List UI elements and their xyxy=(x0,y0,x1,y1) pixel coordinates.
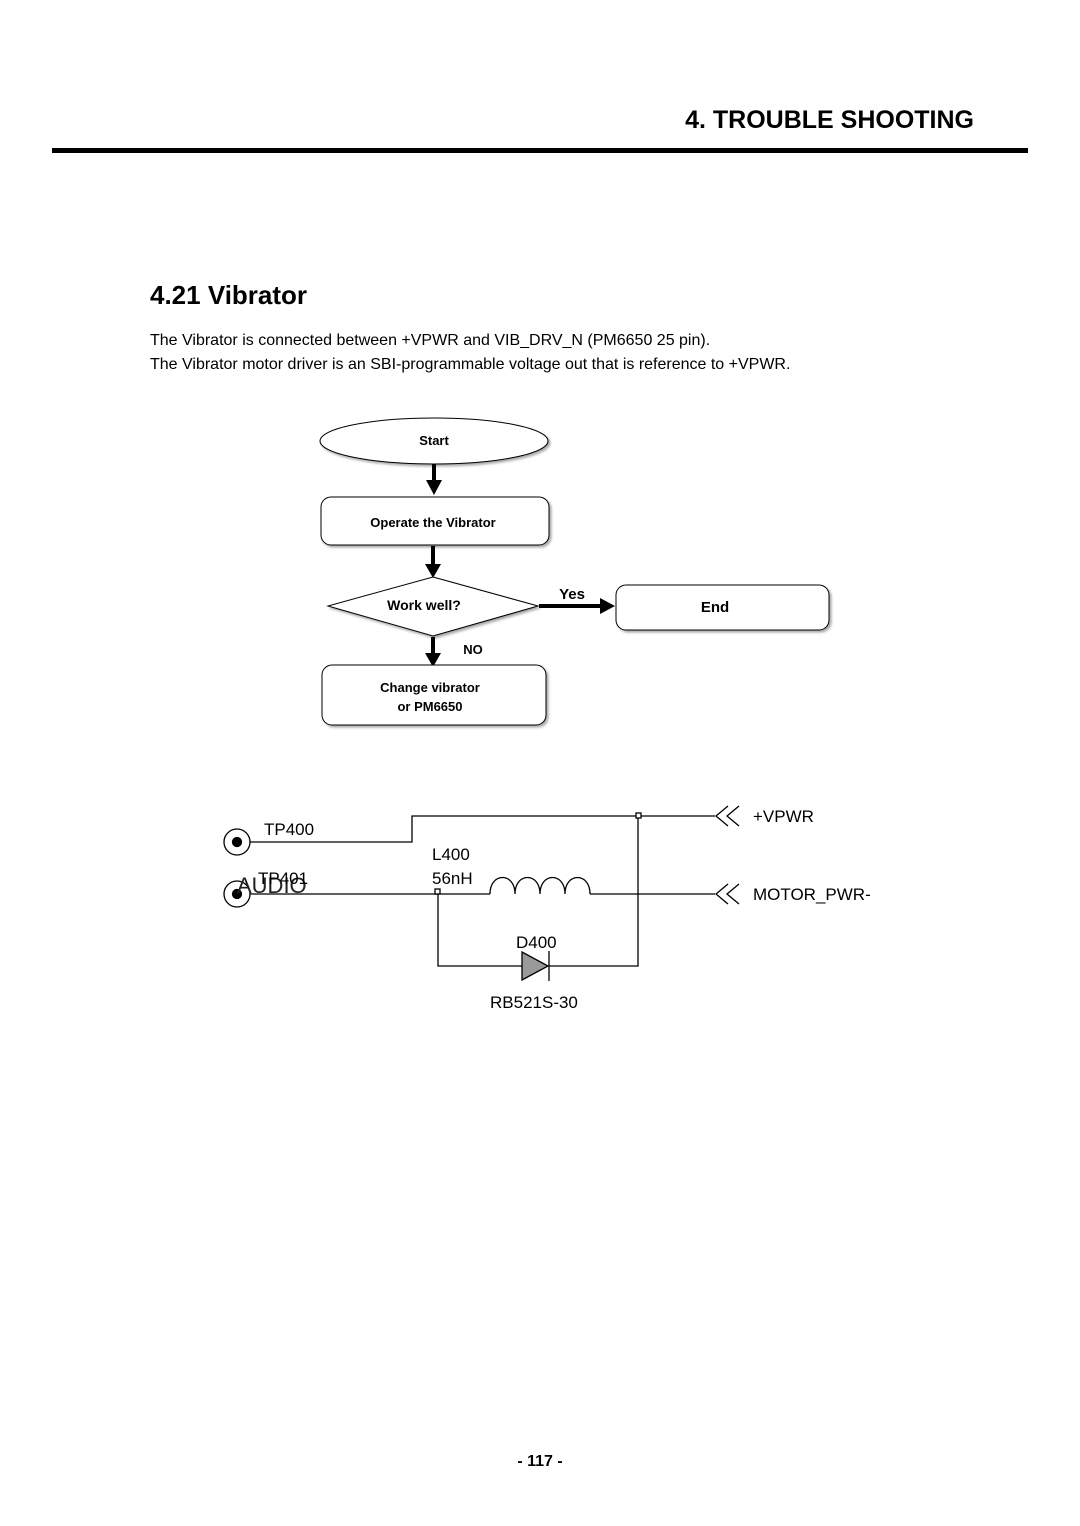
header-rule xyxy=(52,148,1028,153)
schematic-labels: TP400 AUDIO TP401 L400 56nH D400 RB521S-… xyxy=(237,807,871,1012)
motor-pwr-label: MOTOR_PWR- xyxy=(753,885,871,904)
page-number: - 117 - xyxy=(517,1453,563,1470)
diode-d400 xyxy=(521,950,550,982)
d400-part-label: RB521S-30 xyxy=(490,993,578,1012)
diode-cathode-wire xyxy=(549,818,639,967)
chapter-title: 4. TROUBLE SHOOTING xyxy=(685,106,974,134)
operate-label: Operate the Vibrator xyxy=(370,515,495,530)
junction-vpwr xyxy=(635,812,642,819)
tp400-label: TP400 xyxy=(264,820,314,839)
vpwr-connector-icon xyxy=(714,805,740,827)
start-label: Start xyxy=(419,433,449,448)
change-node: Change vibrator or PM6650 xyxy=(321,664,547,726)
decision-node: Work well? xyxy=(326,576,540,637)
change-label-line1: Change vibrator xyxy=(380,680,480,695)
test-point-tp400 xyxy=(223,828,251,856)
flowchart: Start Operate the Vibrator Work well? Ye… xyxy=(319,417,830,726)
operate-node: Operate the Vibrator xyxy=(320,496,550,546)
inductor-l400 xyxy=(489,877,591,895)
l400-label: L400 xyxy=(432,845,470,864)
audio-overlap-label: AUDIO xyxy=(237,873,307,898)
arrow-operate-to-decision xyxy=(425,546,441,578)
paragraph-driver: The Vibrator motor driver is an SBI-prog… xyxy=(150,356,791,373)
arrow-start-to-operate xyxy=(426,464,442,495)
paragraph-connection: The Vibrator is connected between +VPWR … xyxy=(150,332,711,349)
motor-pwr-connector-icon xyxy=(714,883,740,905)
end-node: End xyxy=(615,584,830,631)
diode-anode-wire xyxy=(437,894,522,967)
d400-label: D400 xyxy=(516,933,557,952)
change-label-line2: or PM6650 xyxy=(397,699,462,714)
junction-motor xyxy=(434,888,441,895)
schematic xyxy=(223,805,740,982)
vpwr-label: +VPWR xyxy=(753,807,814,826)
tp401-label: TP401 xyxy=(258,869,308,888)
l400-value-label: 56nH xyxy=(432,869,473,888)
start-node: Start xyxy=(319,417,549,465)
section-title: 4.21 Vibrator xyxy=(150,280,308,310)
vpwr-net-wire xyxy=(250,815,715,843)
arrow-yes: Yes xyxy=(539,586,615,614)
yes-label: Yes xyxy=(559,586,585,603)
no-label: NO xyxy=(463,642,483,657)
arrow-no: NO xyxy=(425,637,483,667)
end-label: End xyxy=(701,599,729,616)
decision-label: Work well? xyxy=(387,597,461,613)
